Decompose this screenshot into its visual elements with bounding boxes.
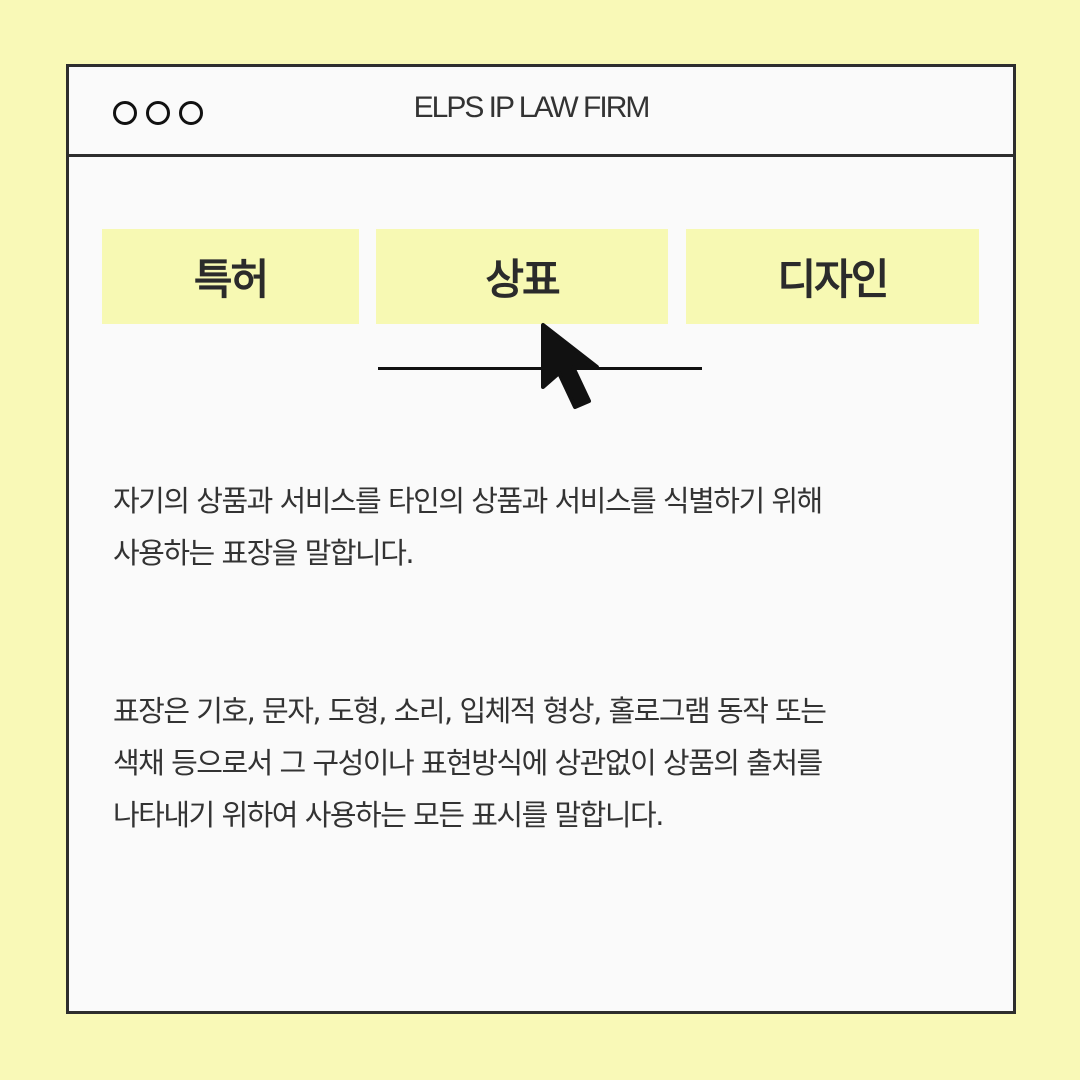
text-line: 색채 등으로서 그 구성이나 표현방식에 상관없이 상품의 출처를 <box>113 746 823 780</box>
browser-window: ELPS IP LAW FIRM 특허 상표 디자인 자기의 상품과 서비스를 … <box>66 64 1016 1014</box>
title-bar: ELPS IP LAW FIRM <box>69 67 1013 157</box>
active-tab-underline <box>378 367 702 370</box>
definition-paragraph: 자기의 상품과 서비스를 타인의 상품과 서비스를 식별하기 위해 사용하는 표… <box>113 475 823 579</box>
window-dot-icon[interactable] <box>113 101 137 125</box>
tab-design[interactable]: 디자인 <box>686 229 979 324</box>
window-dot-icon[interactable] <box>146 101 170 125</box>
window-title: ELPS IP LAW FIRM <box>413 91 651 124</box>
text-line: 자기의 상품과 서비스를 타인의 상품과 서비스를 식별하기 위해 <box>113 484 823 518</box>
mouse-cursor-icon <box>541 323 599 409</box>
text-line: 사용하는 표장을 말합니다. <box>113 536 415 570</box>
tab-trademark[interactable]: 상표 <box>376 229 668 324</box>
window-controls <box>113 101 203 125</box>
text-line: 나타내기 위하여 사용하는 모든 표시를 말합니다. <box>113 798 664 832</box>
text-line: 표장은 기호, 문자, 도형, 소리, 입체적 형상, 홀로그램 동작 또는 <box>113 694 827 728</box>
tab-patent[interactable]: 특허 <box>102 229 359 324</box>
description-paragraph: 표장은 기호, 문자, 도형, 소리, 입체적 형상, 홀로그램 동작 또는 색… <box>113 685 827 841</box>
window-dot-icon[interactable] <box>179 101 203 125</box>
